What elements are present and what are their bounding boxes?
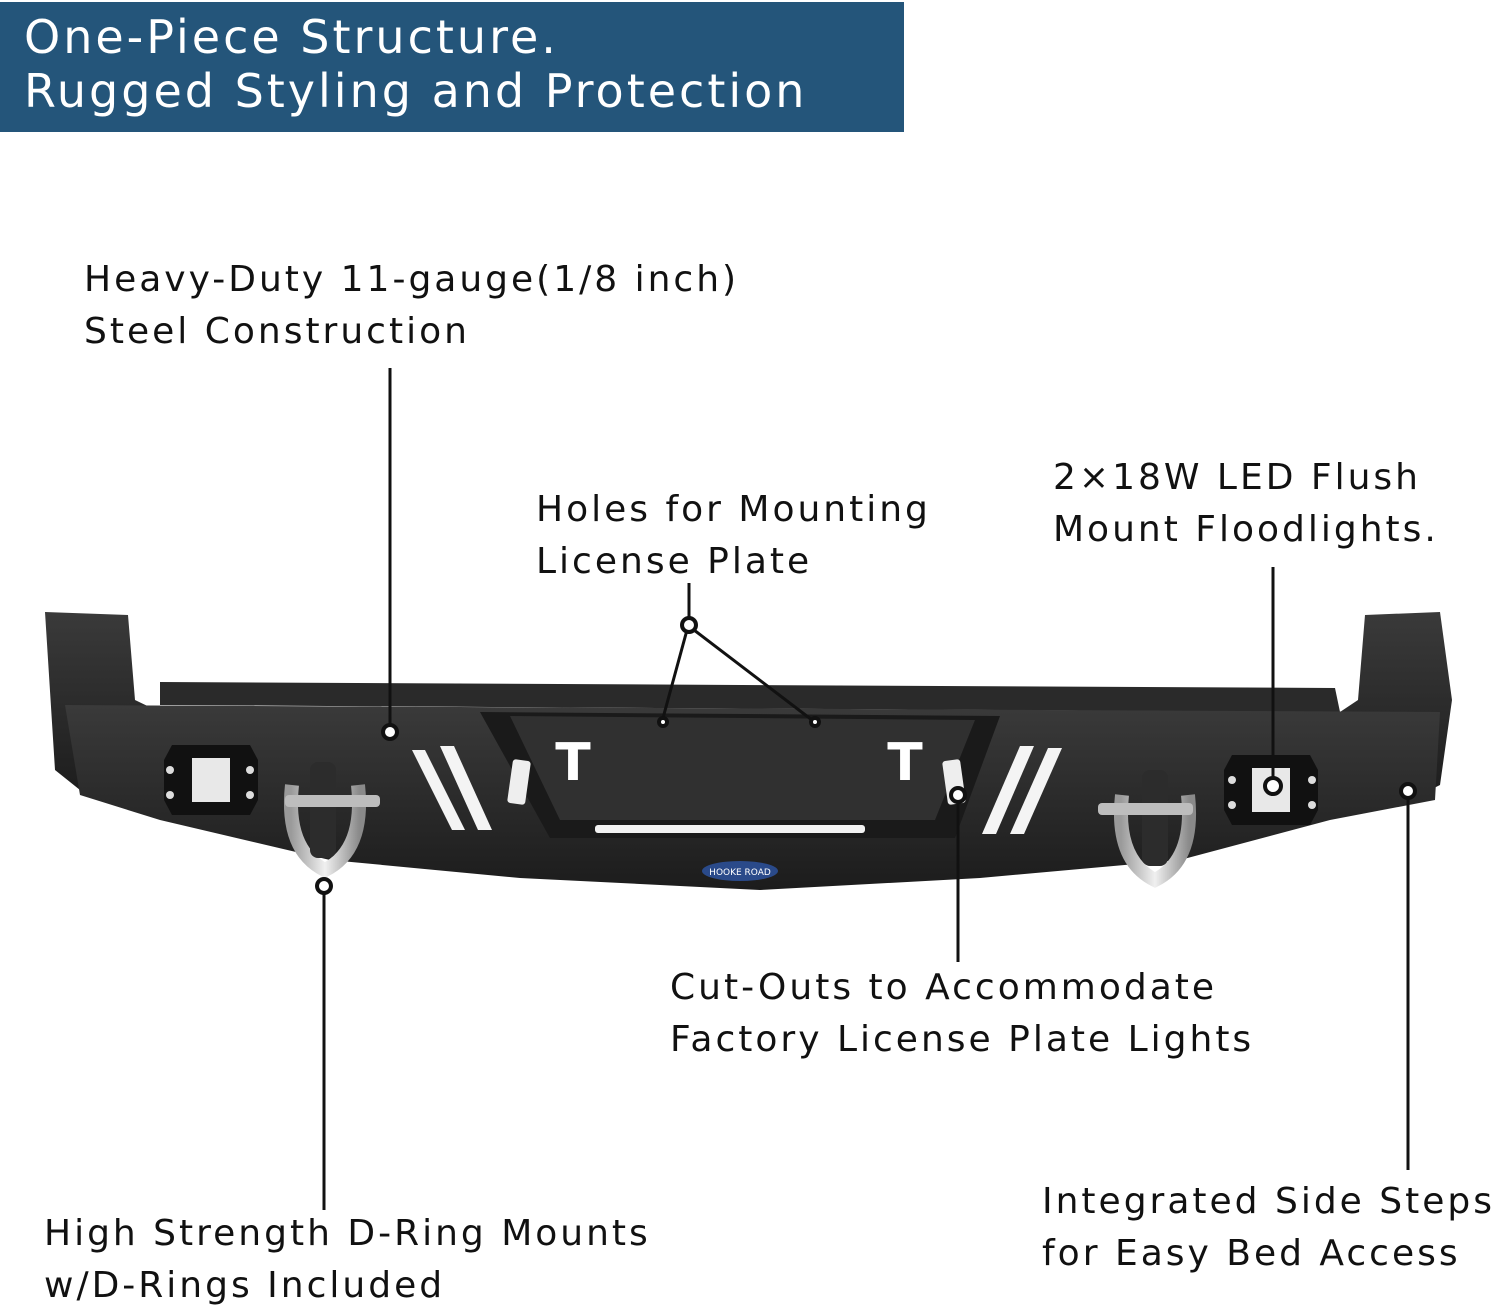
marker-dot [315, 877, 333, 895]
brand-logo-text: HOOKE ROAD [709, 868, 771, 878]
callout-line: License Plate [536, 541, 813, 582]
marker-dot [809, 716, 821, 728]
plate-letter-left: T [555, 733, 591, 793]
banner-line-2: Rugged Styling and Protection [24, 64, 808, 118]
marker-dot [381, 723, 399, 741]
license-light-cutout-left [507, 759, 531, 805]
callout-steel-construction: Heavy-Duty 11-gauge(1/8 inch) Steel Cons… [84, 254, 739, 358]
brand-logo [702, 861, 778, 881]
callout-line: Integrated Side Steps [1042, 1181, 1495, 1222]
banner-title: One-Piece Structure. Rugged Styling and … [24, 10, 807, 118]
vent-slot [982, 746, 1034, 834]
callout-line: for Easy Bed Access [1042, 1233, 1461, 1274]
marker-dot [1399, 782, 1417, 800]
banner-line-1: One-Piece Structure. [24, 10, 559, 64]
marker-dot [1263, 776, 1283, 796]
marker-dot [657, 716, 669, 728]
callout-line: Factory License Plate Lights [670, 1019, 1255, 1060]
marker-dot [680, 616, 698, 634]
callout-line: 2×18W LED Flush [1053, 457, 1421, 498]
callout-line: Holes for Mounting [536, 489, 931, 530]
d-ring-left [284, 762, 380, 878]
callout-line: w/D-Rings Included [44, 1265, 446, 1306]
vent-slot [412, 750, 465, 830]
vent-slot [440, 746, 492, 830]
callout-floodlights: 2×18W LED Flush Mount Floodlights. [1053, 452, 1439, 556]
callout-line: Heavy-Duty 11-gauge(1/8 inch) [84, 259, 740, 300]
callout-line: Steel Construction [84, 311, 470, 352]
callout-line: Cut-Outs to Accommodate [670, 967, 1218, 1008]
license-slot [595, 825, 865, 833]
callout-d-rings: High Strength D-Ring Mounts w/D-Rings In… [44, 1208, 651, 1312]
leader-line-holes-c [693, 628, 813, 722]
license-plate-panel [510, 716, 975, 820]
callout-line: High Strength D-Ring Mounts [44, 1213, 651, 1254]
bumper-top-shelf [160, 682, 1340, 712]
plate-letter-right: T [887, 733, 923, 793]
callout-line: Mount Floodlights. [1053, 509, 1439, 550]
callout-side-steps: Integrated Side Steps for Easy Bed Acces… [1042, 1176, 1495, 1280]
marker-dot [949, 786, 967, 804]
d-ring-right [1098, 770, 1196, 888]
floodlight-left [164, 745, 258, 815]
callout-cutouts: Cut-Outs to Accommodate Factory License … [670, 962, 1254, 1066]
callout-license-holes: Holes for Mounting License Plate [536, 484, 931, 588]
vent-slot [1010, 748, 1062, 834]
leader-line-holes-b [661, 629, 689, 719]
header-banner: One-Piece Structure. Rugged Styling and … [0, 2, 904, 132]
